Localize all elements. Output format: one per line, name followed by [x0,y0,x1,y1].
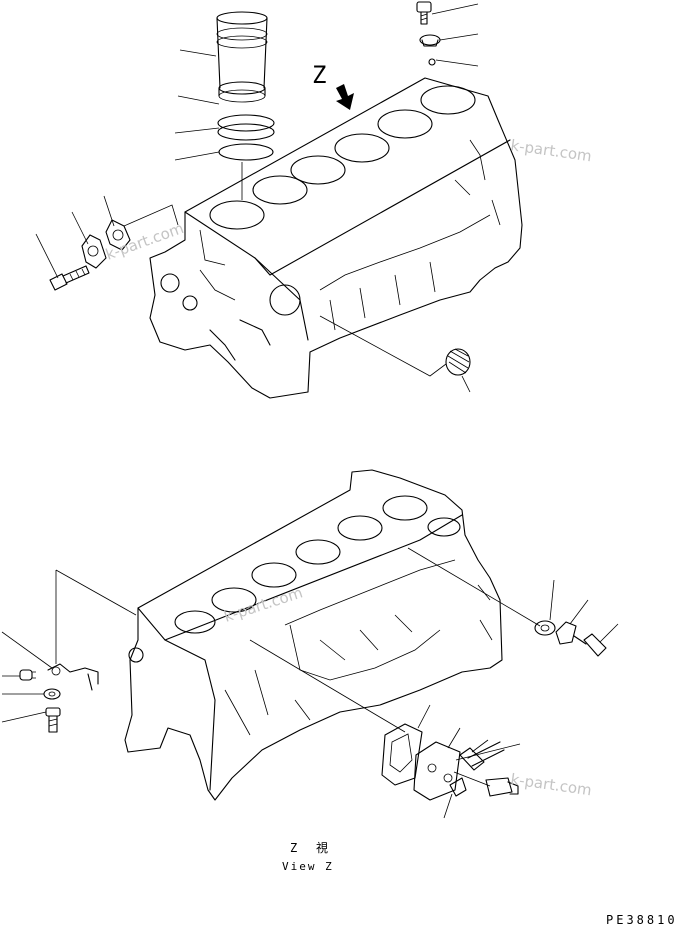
leader-top-cap [439,33,479,41]
liner-o-ring-1 [217,114,275,132]
top-dowel-pin [428,58,436,66]
leader-front-plug [443,793,453,819]
leader-left-plate [103,195,115,227]
oil-pipe-bracket [47,663,99,691]
view-caption-z: Z [290,841,297,855]
leader-left-union-bolt [1,711,47,723]
view-caption-english: View Z [282,860,334,873]
cylinder-liner [216,11,268,103]
watermark-1: k-part.com [509,136,592,165]
left-assembly-line [123,204,179,227]
front-bolt-1 [459,741,505,771]
front-flange [413,741,461,801]
right-plate [555,621,577,645]
leader-ring-1 [177,95,220,105]
small-plug [19,669,36,681]
right-assembly-line [407,547,541,627]
leader-right-bolt [599,623,619,643]
leader-liner [179,49,217,57]
front-assembly-line [249,639,406,733]
view-z-arrow-icon [336,84,354,110]
oil-pipe-line [55,569,137,616]
view-z-label: Z [312,61,326,89]
mesh-cover-plate [445,348,471,376]
left-gasket [81,234,107,269]
leader-front-flange [447,727,461,749]
mesh-cover-line [319,315,447,377]
liner-o-ring-3 [218,143,274,161]
leader-oil-pipe [1,631,53,669]
watermark-2: k-part.com [103,219,186,264]
front-bolt-2 [485,777,519,797]
liner-o-ring-2 [217,123,275,141]
lower-cylinder-block [124,469,503,801]
leader-ring-2 [174,127,220,134]
leader-front-bolt [471,739,489,753]
leader-front-gasket [417,704,431,729]
watermark-4: k-part.com [509,770,592,799]
lower-cylinder-block-assembly: k-part.com k-part.com [1,469,619,819]
leader-top-bolt [431,3,479,15]
upper-cylinder-block [149,77,523,399]
upper-cylinder-block-assembly: Z k-part.com k-part.com [35,1,593,399]
leader-mesh-cover [461,375,471,393]
right-bolt [573,633,607,657]
leader-right-gasket [549,579,555,621]
watermark-3: k-part.com [222,583,305,625]
small-washer [43,688,61,700]
leader-left-gasket [71,211,89,245]
left-union-bolt [45,707,61,733]
leader-right-plate [569,599,589,625]
front-bolt-line [453,743,521,787]
right-gasket [534,620,556,636]
left-bolt [49,265,90,291]
drawing-code: PE38810 [606,913,678,927]
view-caption-kanji: 視 [316,840,328,855]
front-drain-plug [449,777,467,797]
leader-left-bolt [35,233,59,279]
leader-top-pin [435,59,479,67]
top-bolt [416,1,432,25]
leader-ring-3 [174,151,220,161]
